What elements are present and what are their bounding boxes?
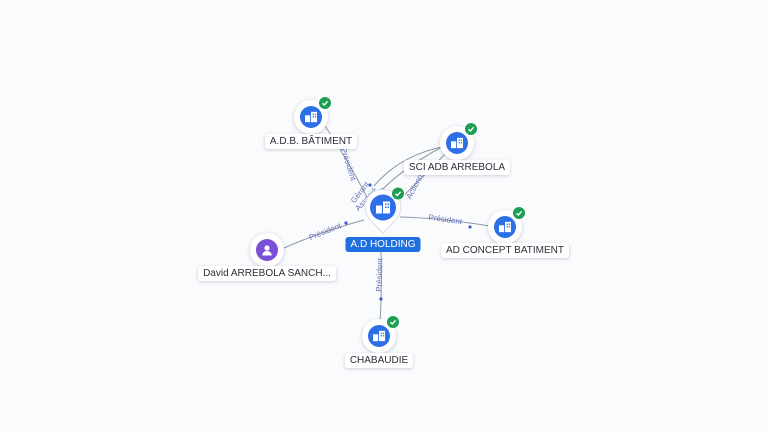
edge-arrow-marker (344, 221, 348, 225)
pin-marker-icon (364, 188, 402, 235)
verified-check-icon (512, 206, 526, 220)
edge-line (283, 219, 365, 249)
edge-label: Président (374, 257, 384, 292)
node-label-chabaudie[interactable]: CHABAUDIE (344, 353, 414, 368)
node-label-david-arrebola[interactable]: David ARREBOLA SANCH... (198, 266, 336, 281)
node-label-sci-adb-arrebola[interactable]: SCI ADB ARREBOLA (403, 160, 511, 175)
edge-arrow-marker (368, 183, 372, 187)
edge-arrow-marker (379, 297, 383, 301)
edge-label: Président (428, 213, 463, 227)
edge-line (324, 125, 369, 200)
edge-label: Président (308, 221, 343, 242)
edge-arrow-marker (468, 225, 472, 229)
verified-check-icon (318, 96, 332, 110)
node-adb-batiment[interactable] (294, 96, 332, 134)
center-node-label[interactable]: A.D HOLDING (345, 237, 421, 252)
edge-line (399, 216, 491, 227)
node-label-adb-batiment[interactable]: A.D.B. BÂTIMENT (264, 134, 358, 149)
building-icon (446, 132, 468, 154)
person-icon (256, 239, 278, 261)
verified-check-icon (464, 122, 478, 136)
node-david-arrebola[interactable] (250, 233, 284, 267)
verified-check-icon (391, 186, 405, 201)
edge-line (379, 251, 382, 323)
building-icon (300, 106, 322, 128)
building-icon (368, 325, 390, 347)
node-sci-adb-arrebola[interactable] (440, 122, 478, 160)
node-label-ad-concept-batiment[interactable]: AD CONCEPT BATIMENT (441, 243, 569, 258)
edge-label: Président (339, 147, 358, 183)
node-ad-concept-batiment[interactable] (488, 206, 526, 244)
center-node-a-d-holding[interactable] (363, 186, 405, 241)
verified-check-icon (386, 315, 400, 329)
building-icon (494, 216, 516, 238)
node-chabaudie[interactable] (362, 315, 400, 353)
